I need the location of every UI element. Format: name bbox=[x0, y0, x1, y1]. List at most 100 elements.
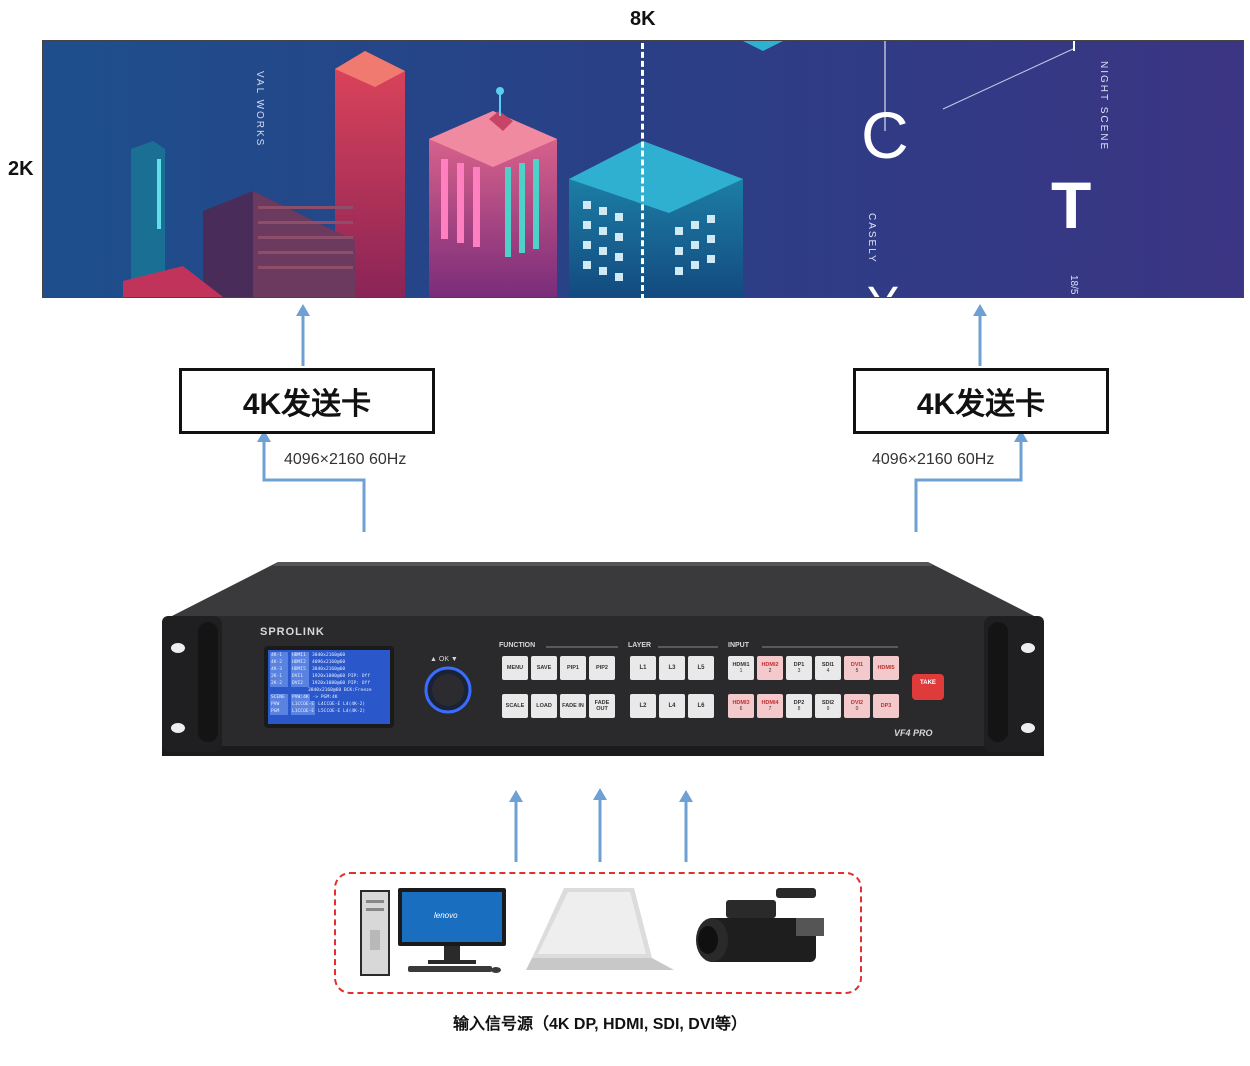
input-button-label: HDMI5 bbox=[877, 665, 895, 671]
lcd-cell bbox=[270, 687, 286, 694]
sending-card-left: 4K发送卡 bbox=[179, 368, 435, 434]
screen-letter-t: T bbox=[1051, 168, 1092, 242]
resolution-right: 4096×2160 60Hz bbox=[872, 451, 995, 468]
lcd-cell: 1920x1080@60 PIP: Off bbox=[312, 674, 371, 679]
lcd-cell: DVI2 bbox=[291, 680, 309, 687]
layer-button[interactable]: L4 bbox=[659, 694, 685, 718]
monitor-icon bbox=[398, 888, 506, 973]
lcd-cell: 3840x2160@60 BCK:Freeze bbox=[308, 688, 372, 693]
arrow-head-left-card bbox=[296, 304, 310, 316]
lcd-cell: PGM bbox=[270, 708, 288, 715]
knob-label: ▲ OK ▼ bbox=[430, 656, 458, 663]
function-button[interactable]: FADE OUT bbox=[589, 694, 615, 718]
function-button[interactable]: FADE IN bbox=[560, 694, 586, 718]
input-button[interactable]: DP3 bbox=[873, 694, 899, 718]
input-button-number: 7 bbox=[768, 706, 772, 712]
take-button[interactable]: TAKE bbox=[920, 680, 936, 686]
lcd-cell: 4K-3 bbox=[270, 666, 288, 673]
lcd-cell: PVW:4K bbox=[291, 694, 310, 701]
input-button-label: DP1 bbox=[793, 662, 805, 668]
screen-letter-c: C bbox=[861, 98, 909, 172]
input-button-label: HDMI1 bbox=[732, 662, 750, 668]
sending-card-right-label: 4K发送卡 bbox=[916, 388, 1046, 421]
arrow-head-right-card bbox=[973, 304, 987, 316]
lcd-cell bbox=[289, 687, 305, 694]
input-sources-box: lenovo bbox=[334, 872, 862, 994]
input-button-label: DVI2 bbox=[850, 700, 864, 706]
layer-button[interactable]: L1 bbox=[630, 656, 656, 680]
input-button-number: 8 bbox=[797, 706, 801, 712]
input-button-number: 5 bbox=[855, 668, 859, 674]
input-button-label: HDMI3 bbox=[732, 700, 750, 706]
sending-card-right: 4K发送卡 bbox=[853, 368, 1109, 434]
arrow-head-source-1 bbox=[509, 790, 523, 802]
lcd-cell: HDMI5 bbox=[291, 666, 309, 673]
lcd-cell: 2K-1 bbox=[270, 673, 288, 680]
lcd-cell: 4K-1 bbox=[270, 652, 288, 659]
lcd-cell: PVW bbox=[270, 701, 288, 708]
input-button-label: HDMI4 bbox=[761, 700, 779, 706]
monitor-brand: lenovo bbox=[434, 911, 458, 920]
lcd-cell: 1920x1080@60 PIP: Off bbox=[312, 681, 371, 686]
lcd-cell: 2K-2 bbox=[270, 680, 288, 687]
lcd-cell: L5CCOE-E L4(4K-2) bbox=[318, 709, 366, 714]
lcd-line: 3840x2160@60 BCK:Freeze bbox=[270, 687, 388, 694]
input-button-number: 2 bbox=[768, 668, 772, 674]
layer-button[interactable]: L6 bbox=[688, 694, 714, 718]
input-button-label: SDI1 bbox=[821, 662, 835, 668]
pc-tower-icon bbox=[360, 890, 390, 976]
section-input-label: INPUT bbox=[728, 642, 749, 649]
lcd-cell: HDMI1 bbox=[291, 652, 309, 659]
function-button[interactable]: PIP2 bbox=[589, 656, 615, 680]
function-button[interactable]: LOAD bbox=[531, 694, 557, 718]
input-button-label: DP3 bbox=[880, 703, 892, 709]
function-button[interactable]: SAVE bbox=[531, 656, 557, 680]
function-button[interactable]: PIP1 bbox=[560, 656, 586, 680]
screen-letter-y: Y bbox=[867, 277, 899, 297]
function-button[interactable]: MENU bbox=[502, 656, 528, 680]
arrow-head-source-2 bbox=[593, 788, 607, 800]
camcorder-icon bbox=[696, 888, 824, 962]
lcd-cell: 4096x2160@60 bbox=[312, 660, 346, 665]
input-button-number: 6 bbox=[739, 706, 743, 712]
lcd-cell: -> PGM:4K bbox=[312, 695, 338, 700]
screen-text-corner-num: 18/5 bbox=[1068, 275, 1079, 295]
layer-button[interactable]: L5 bbox=[688, 656, 714, 680]
lcd-cell: HDMI2 bbox=[291, 659, 309, 666]
layer-button[interactable]: L3 bbox=[659, 656, 685, 680]
input-button[interactable]: HDMI5 bbox=[873, 656, 899, 680]
function-button[interactable]: SCALE bbox=[502, 694, 528, 718]
sending-card-left-label: 4K发送卡 bbox=[242, 388, 372, 421]
lcd-cell: L1CCOE-E bbox=[291, 701, 316, 708]
input-button-number: 1 bbox=[739, 668, 743, 674]
section-layer-label: LAYER bbox=[628, 642, 652, 649]
layer-button[interactable]: L2 bbox=[630, 694, 656, 718]
input-button-label: DVI1 bbox=[850, 662, 864, 668]
screen-width-label: 8K bbox=[630, 8, 656, 30]
laptop-icon bbox=[526, 888, 674, 970]
screen-text-night: NIGHT SCENE bbox=[1098, 61, 1109, 152]
lcd-cell: DVI1 bbox=[291, 673, 309, 680]
resolution-left: 4096×2160 60Hz bbox=[284, 451, 407, 468]
